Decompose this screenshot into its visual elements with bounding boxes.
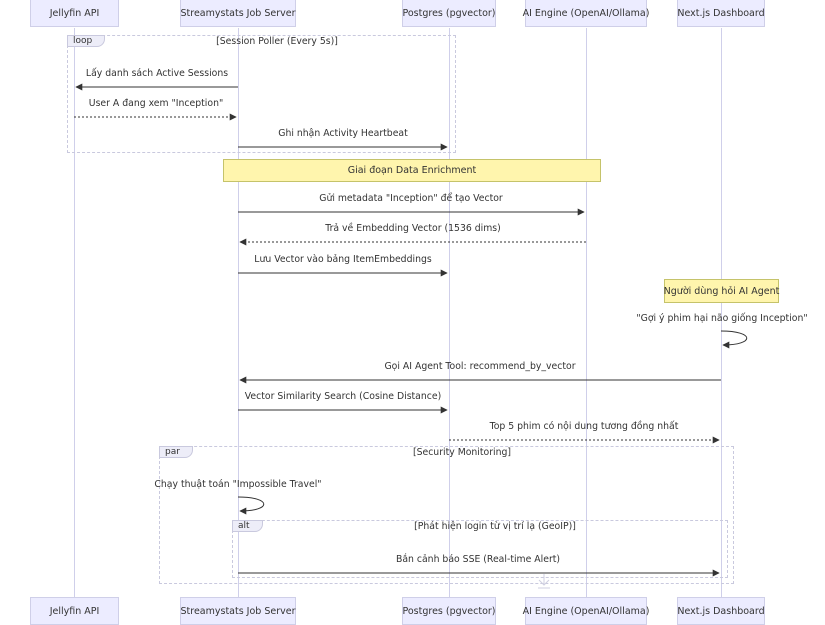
actor-ai-engine-top: AI Engine (OpenAI/Ollama) [523,0,649,27]
loop-frame: loop [Session Poller (Every 5s)] [67,35,456,153]
message-label-9: Vector Similarity Search (Cosine Distanc… [244,391,442,402]
scroll-down-icon [538,574,550,589]
actor-dashboard-top: Next.js Dashboard [677,0,765,27]
actor-job-server-top: Streamystats Job Server [180,0,296,27]
arrow-msg-7-self [720,330,748,349]
message-label-12: Bắn cảnh báo SSE (Real-time Alert) [395,554,561,565]
actor-ai-engine-bottom: AI Engine (OpenAI/Ollama) [523,597,649,625]
message-label-10: Top 5 phim có nội dung tương đồng nhất [489,421,679,432]
message-label-2: User A đang xem "Inception" [88,98,224,109]
note-ai-agent: Người dùng hỏi AI Agent [664,279,779,303]
alt-frame-tag: alt [232,520,263,532]
par-frame-title: [Security Monitoring] [412,447,512,458]
actor-dashboard-bottom: Next.js Dashboard [677,597,765,625]
par-frame-tag: par [159,446,193,458]
actor-postgres-top: Postgres (pgvector) [402,0,496,27]
message-label-4: Gửi metadata "Inception" để tạo Vector [319,193,503,204]
note-data-enrichment: Giai đoạn Data Enrichment [223,159,601,182]
message-label-11: Chạy thuật toán "Impossible Travel" [154,479,322,490]
alt-frame-title: [Phát hiện login từ vị trí lạ (GeoIP)] [414,521,576,532]
message-label-1: Lấy danh sách Active Sessions [85,68,229,79]
arrow-msg-11-self [237,496,265,515]
alt-frame: alt [Phát hiện login từ vị trí lạ (GeoIP… [232,520,728,578]
lifeline-ai-engine [586,28,587,597]
lifeline-postgres [449,28,450,597]
actor-jellyfin-bottom: Jellyfin API [30,597,119,625]
lifeline-job-server [238,28,239,597]
message-label-6: Lưu Vector vào bảng ItemEmbeddings [254,254,432,265]
loop-frame-tag: loop [67,35,106,47]
actor-jellyfin-top: Jellyfin API [30,0,119,27]
par-frame: par [Security Monitoring] [159,446,734,584]
message-label-8: Gọi AI Agent Tool: recommend_by_vector [384,361,576,372]
actor-job-server-bottom: Streamystats Job Server [180,597,296,625]
loop-frame-title: [Session Poller (Every 5s)] [216,36,338,47]
message-label-5: Trả về Embedding Vector (1536 dims) [325,223,501,234]
actor-postgres-bottom: Postgres (pgvector) [402,597,496,625]
lifeline-dashboard [721,28,722,597]
lifeline-jellyfin [74,28,75,597]
message-label-7: "Gợi ý phim hại não giống Inception" [636,313,808,324]
message-label-3: Ghi nhận Activity Heartbeat [278,128,408,139]
